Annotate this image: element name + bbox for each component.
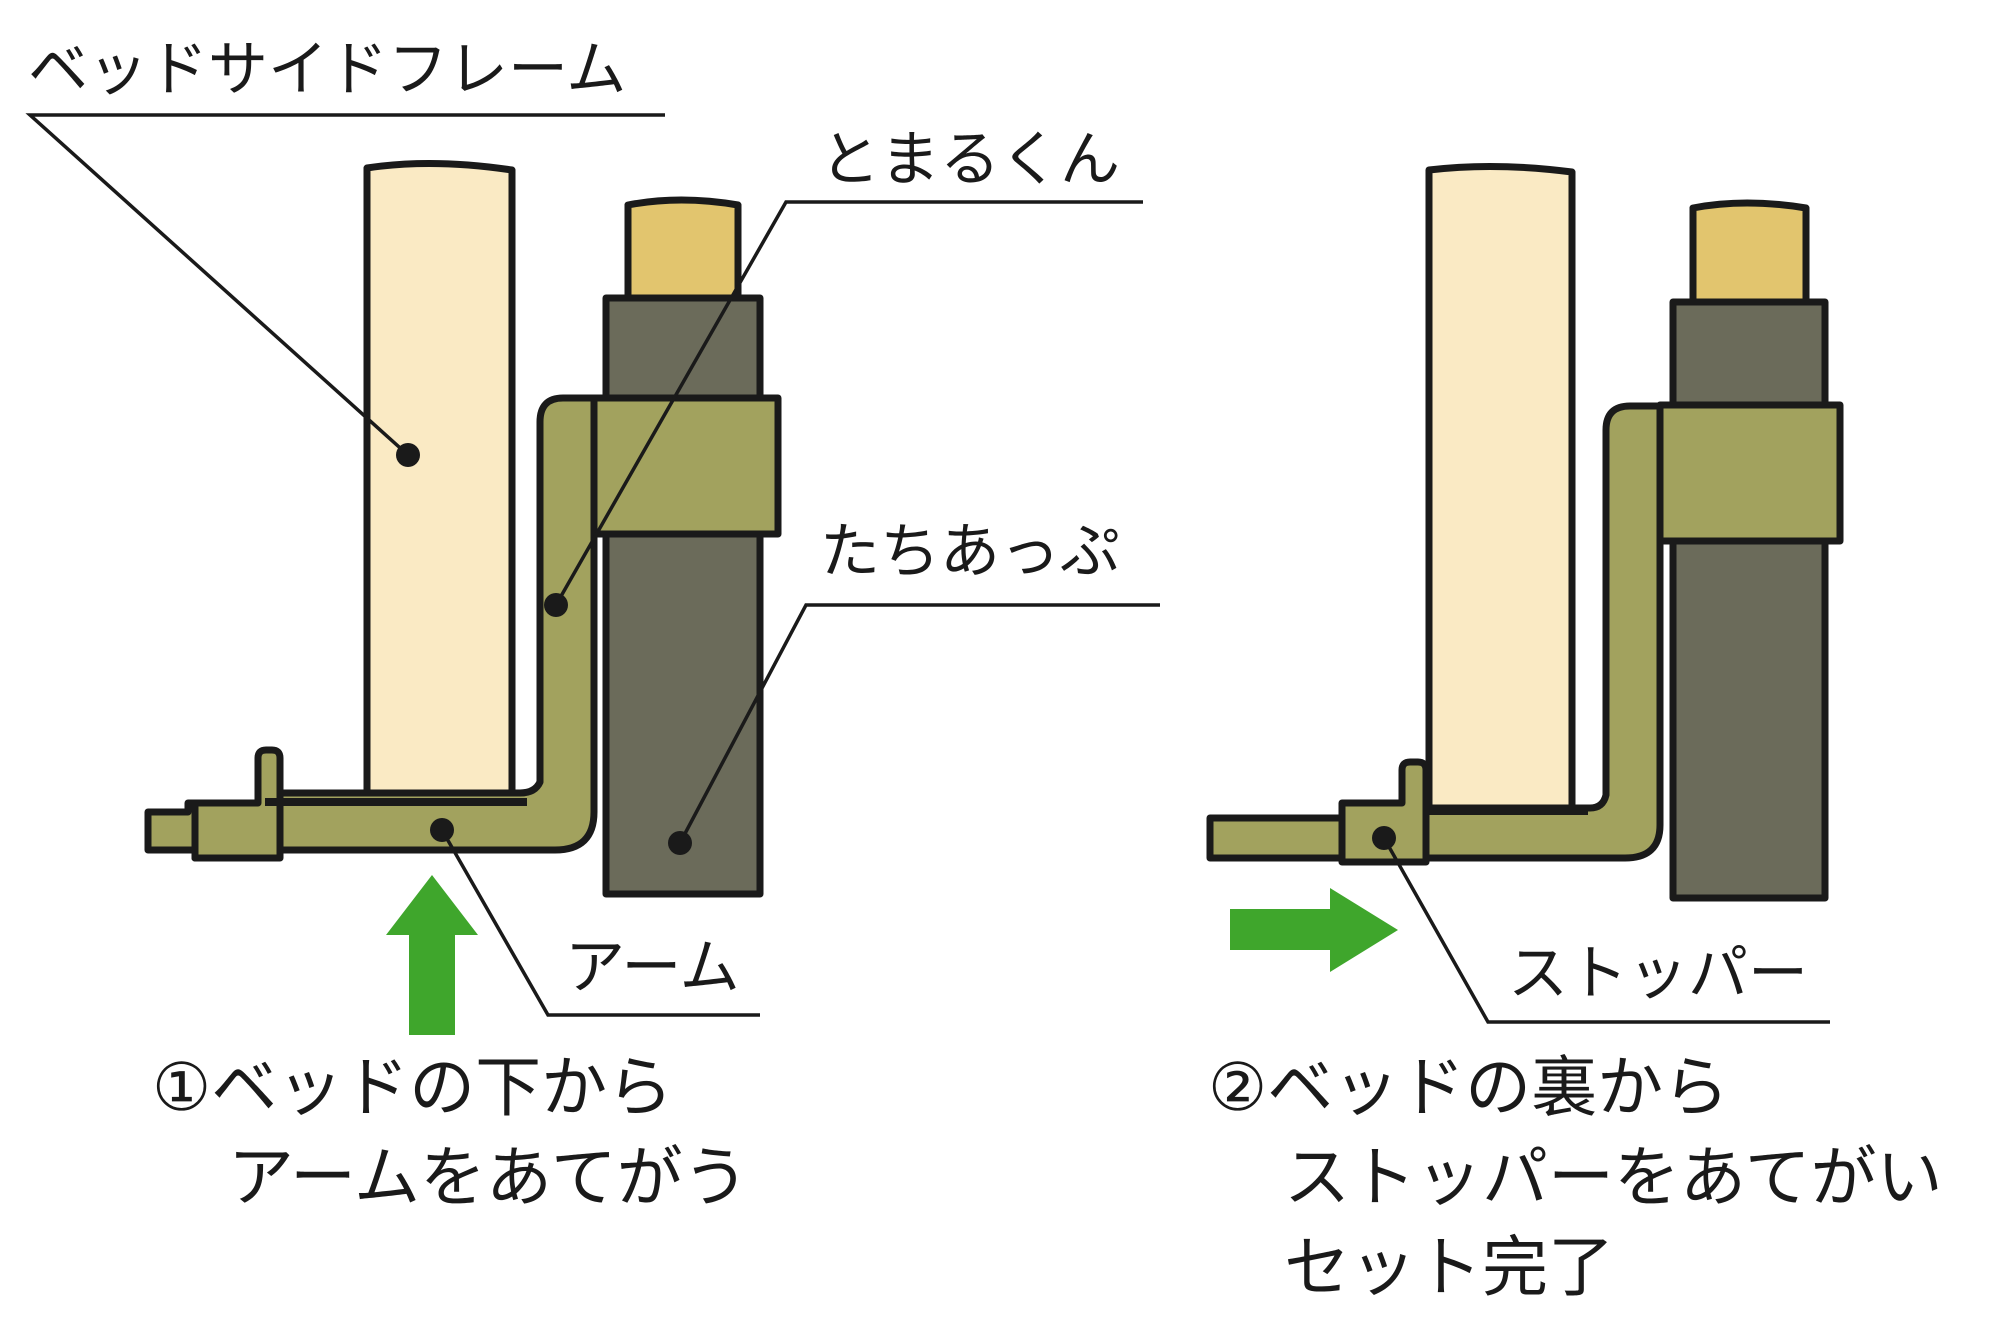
caption-step2-line1: ②ベッドの裏から [1208, 1049, 1729, 1126]
arm-dot [430, 818, 454, 842]
stopper-2 [1338, 758, 1430, 866]
bed-side-frame-2 [1425, 162, 1576, 814]
label-bed-side-frame: ベッドサイドフレーム [28, 35, 626, 105]
post-cap-2 [1689, 199, 1810, 306]
tomarukun-dot [544, 593, 568, 617]
caption-step1-line2: アームをあてがう [228, 1139, 749, 1216]
label-tachiappu: たちあっぷ [820, 517, 1120, 587]
tomarukun-clamp-2 [1656, 401, 1844, 545]
frame-shim [265, 798, 527, 806]
up-arrow-icon [386, 875, 478, 1035]
step2-assembly [1206, 162, 1844, 972]
label-arm: アーム [565, 933, 740, 1003]
post-cap [624, 196, 742, 302]
step1-assembly [144, 159, 782, 1035]
tachiappu-post [602, 294, 764, 898]
tachiappu-post-2 [1669, 298, 1829, 902]
bed-side-frame [363, 159, 516, 802]
arm-stopper-block [191, 746, 284, 862]
leader-lines [25, 113, 1830, 1024]
caption-step1-line1: ①ベッドの下から [152, 1049, 673, 1126]
frame-dot [396, 443, 420, 467]
stopper-dot [1372, 826, 1396, 850]
label-tomarukun: とまるくん [820, 125, 1120, 195]
arm-bracket-2 [1206, 402, 1664, 862]
label-stopper: ストッパー [1508, 939, 1808, 1009]
right-arrow-icon [1230, 888, 1398, 972]
caption-step2-line3: セット完了 [1284, 1229, 1614, 1306]
caption-step2-line2: ストッパーをあてがい [1284, 1139, 1943, 1216]
tomarukun-clamp [590, 394, 782, 538]
frame-shim-2 [1426, 808, 1588, 815]
tachiappu-dot [668, 831, 692, 855]
